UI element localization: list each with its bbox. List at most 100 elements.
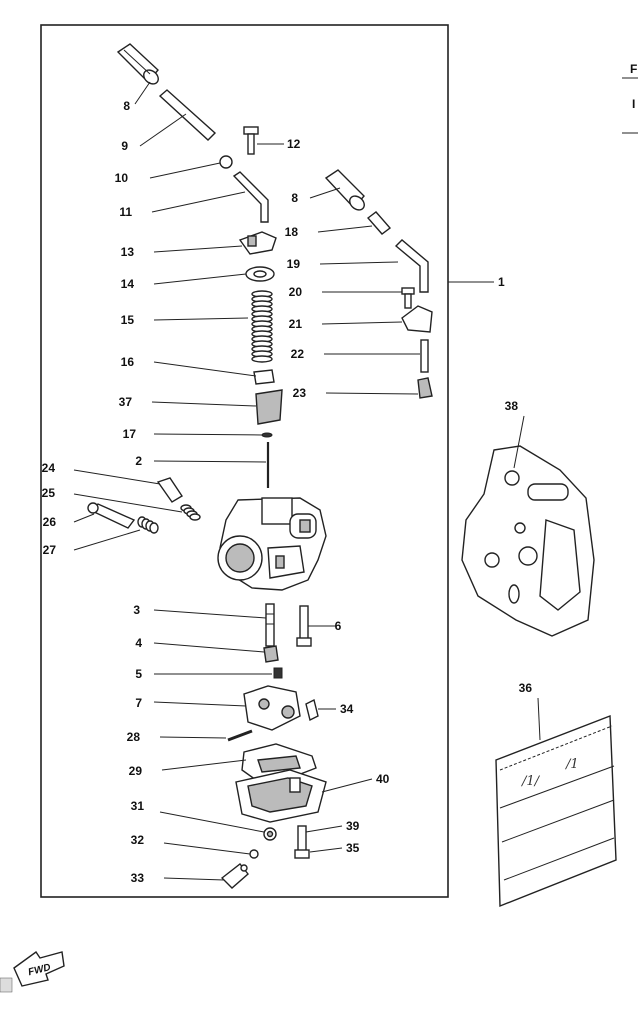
part-8-cable-boot <box>116 43 159 85</box>
part-10-nut <box>219 155 233 169</box>
callout-10: 10 <box>115 171 129 185</box>
callout-18: 18 <box>285 225 299 239</box>
callout-5: 5 <box>135 667 142 681</box>
leader-line-14 <box>153 273 247 285</box>
part-6-screw <box>296 605 312 647</box>
leader-line-40 <box>321 778 373 793</box>
callout-28: 28 <box>127 730 141 744</box>
leader-line-7 <box>153 701 247 707</box>
fwd-label: FWD <box>27 962 52 978</box>
leader-line-8 <box>309 187 341 199</box>
assembly-frame <box>40 24 449 898</box>
callout-25: 25 <box>42 486 56 500</box>
leader-line-26 <box>73 513 95 523</box>
callout-27: 27 <box>43 543 57 557</box>
leader-line-32 <box>163 842 251 855</box>
leader-line-21 <box>321 321 403 325</box>
part-15-spring <box>251 290 273 363</box>
part-16-retainer <box>253 369 275 385</box>
callout-12: 12 <box>287 137 301 151</box>
leader-line-19 <box>319 261 399 265</box>
leader-line-39 <box>305 825 343 833</box>
leader-line-3 <box>153 609 267 619</box>
callout-34: 34 <box>340 702 354 716</box>
part-25-spring <box>180 504 201 521</box>
part-11-bent-pipe <box>232 171 269 223</box>
callout-22: 22 <box>291 347 305 361</box>
part-13-bracket <box>238 231 277 255</box>
part-23-cap <box>417 377 433 399</box>
leader-line-23 <box>325 392 419 395</box>
leader-line-27 <box>73 529 141 551</box>
leader-line-2 <box>153 460 267 463</box>
part-28-float-pin <box>227 729 253 742</box>
part-37-throttle-valve <box>255 389 283 425</box>
leader-line-28 <box>159 736 227 739</box>
callout-8: 8 <box>291 191 298 205</box>
part-8-cable-boot-right <box>324 169 365 211</box>
part-9-cable-tube <box>158 89 217 141</box>
part-22-rod <box>420 339 429 373</box>
part-17-clip <box>261 432 273 438</box>
leader-line-24 <box>73 469 161 485</box>
callout-39: 39 <box>346 819 360 833</box>
part-21-bracket <box>401 305 433 333</box>
callout-24: 24 <box>42 461 56 475</box>
callout-31: 31 <box>131 799 145 813</box>
callout-3: 3 <box>133 603 140 617</box>
callout-13: 13 <box>121 245 135 259</box>
leader-line-15 <box>153 317 249 321</box>
callout-21: 21 <box>289 317 303 331</box>
leader-lines <box>73 81 541 881</box>
part-12-screw <box>243 126 259 155</box>
callout-38: 38 <box>505 399 519 413</box>
callout-15: 15 <box>121 313 135 327</box>
callout-32: 32 <box>131 833 145 847</box>
part-26-idle-screw <box>87 502 136 529</box>
leader-line-38 <box>513 415 525 469</box>
part-19-bent-pipe <box>394 239 429 293</box>
callout-7: 7 <box>135 696 142 710</box>
callout-20: 20 <box>289 285 303 299</box>
callout-17: 17 <box>123 427 137 441</box>
part-33-drain-screw <box>220 863 249 889</box>
leader-line-17 <box>153 433 263 436</box>
callout-14: 14 <box>121 277 135 291</box>
part-3-jet-holder <box>265 603 275 647</box>
callout-33: 33 <box>131 871 145 885</box>
part-4-main-jet <box>263 645 279 663</box>
part-40-float-bowl <box>235 769 327 823</box>
edge-letter-f: F <box>630 62 637 76</box>
part-32-washer <box>249 849 259 859</box>
fwd-arrow-icon: FWD <box>0 951 65 993</box>
leader-line-13 <box>153 245 243 253</box>
bag-scribble-1: /1/ <box>520 774 541 789</box>
part-24-air-screw <box>156 477 183 503</box>
callout-35: 35 <box>346 841 360 855</box>
leader-line-4 <box>153 642 265 653</box>
callout-1: 1 <box>498 275 505 289</box>
leader-line-35 <box>309 847 343 853</box>
carburetor-body <box>217 497 327 591</box>
callout-23: 23 <box>293 386 307 400</box>
part-39-screw <box>294 825 310 859</box>
part-27-spring <box>137 516 159 534</box>
callout-4: 4 <box>135 636 142 650</box>
part-18-adjuster <box>366 211 392 235</box>
part-38-insulator <box>461 445 595 637</box>
leader-line-10 <box>149 162 221 179</box>
leader-line-11 <box>151 191 246 213</box>
callout-9: 9 <box>121 139 128 153</box>
leader-line-18 <box>317 225 373 233</box>
callout-16: 16 <box>121 355 135 369</box>
callout-11: 11 <box>119 205 132 219</box>
leader-line-8 <box>134 81 151 105</box>
part-36-parts-bag: /1/ /1 <box>495 714 617 908</box>
callout-8: 8 <box>123 99 130 113</box>
callout-6: 6 <box>335 619 342 633</box>
callout-40: 40 <box>376 772 390 786</box>
callout-26: 26 <box>43 515 57 529</box>
edge-letter-i: I <box>632 97 635 111</box>
